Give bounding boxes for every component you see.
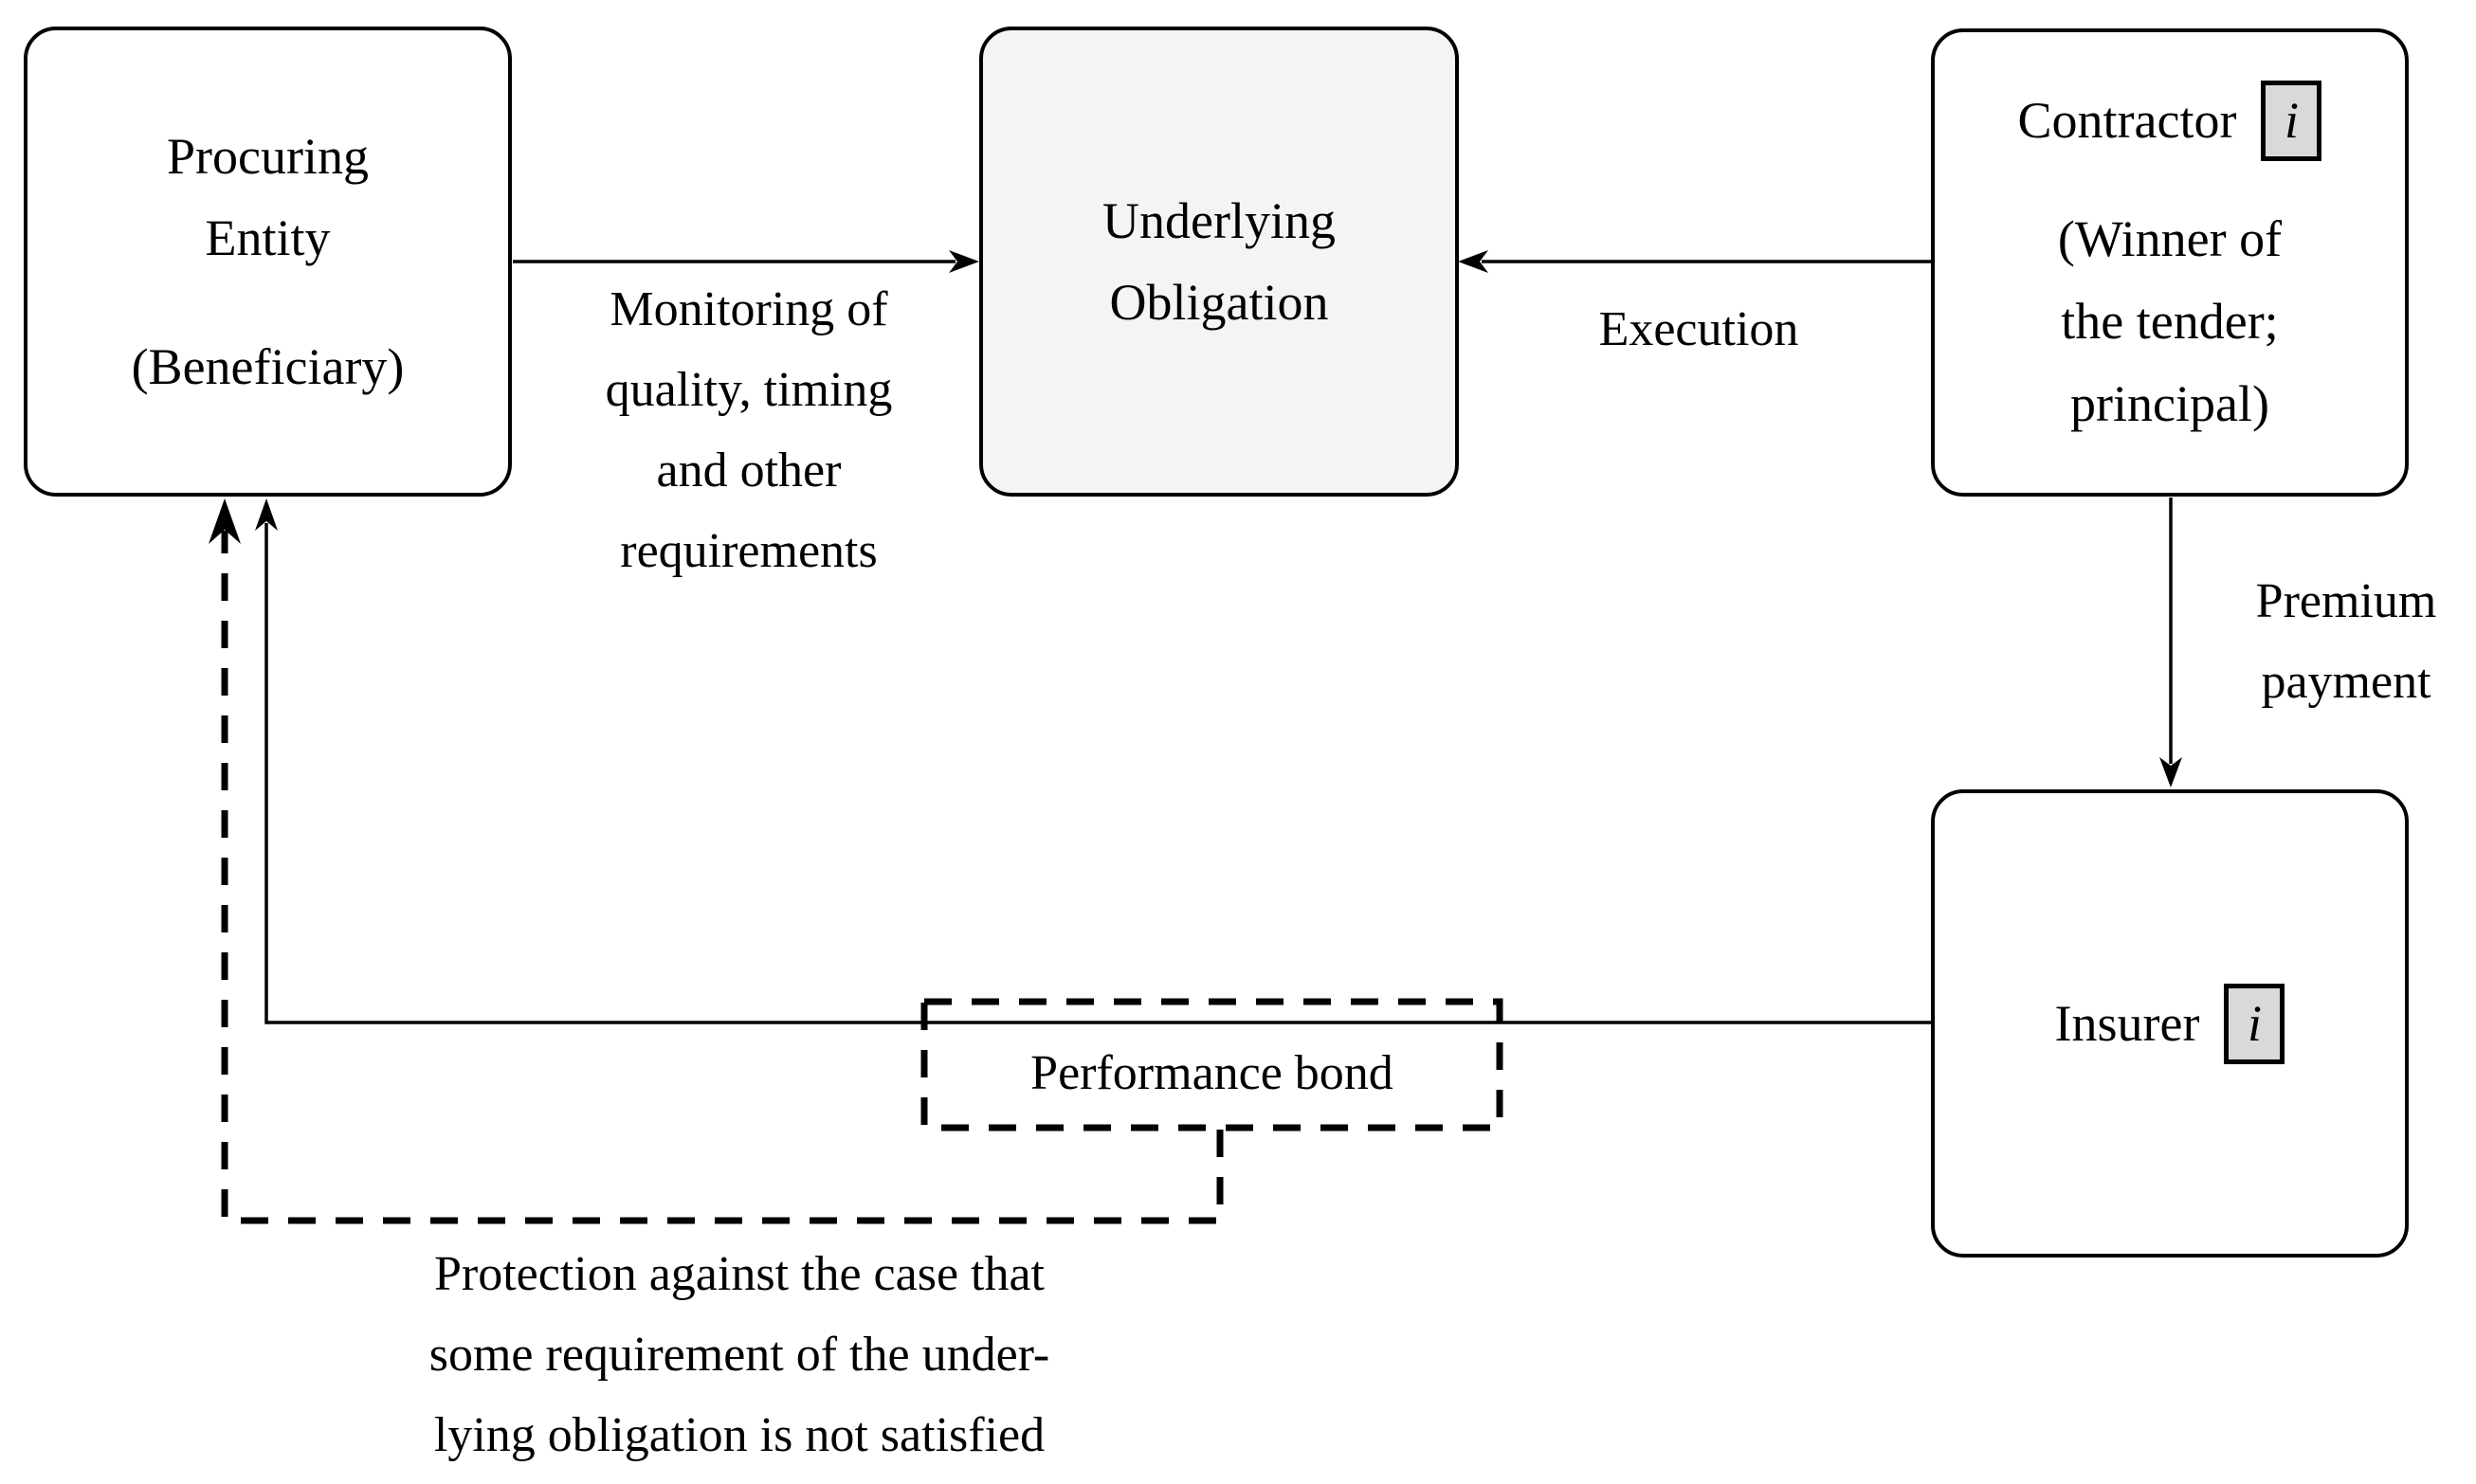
node-procuring-entity: Procuring Entity (Beneficiary) <box>24 27 512 497</box>
contractor-title-row: Contractor i <box>2018 80 2322 162</box>
contractor-role-line3: principal) <box>2070 375 2269 432</box>
protection-dashed-line <box>221 531 1224 1224</box>
insurer-title-row: Insurer i <box>2055 983 2285 1064</box>
protection-caption-line3: lying obligation is not satisfied <box>433 1408 1046 1462</box>
contractor-role-line1: (Winner of <box>2057 210 2283 267</box>
procuring-role: (Beneficiary) <box>131 338 405 395</box>
procuring-line1: Procuring <box>167 128 369 185</box>
execution-arrowhead-icon <box>1458 250 1488 273</box>
premium-payment-label: Premium payment <box>2199 561 2476 722</box>
performance-bond-label: Performance bond <box>1030 1046 1393 1100</box>
premium-label-line2: payment <box>2261 655 2431 709</box>
monitoring-label: Monitoring of quality, timing and other … <box>493 269 1005 591</box>
node-underlying-obligation: Underlying Obligation <box>979 27 1459 497</box>
execution-label: Execution <box>1598 302 1799 356</box>
underlying-obligation-name: Underlying Obligation <box>1102 180 1336 343</box>
premium-arrowhead-icon <box>2159 757 2182 787</box>
monitoring-label-line2: quality, timing <box>605 363 893 417</box>
contractor-index-badge: i <box>2261 81 2322 161</box>
underlying-line2: Obligation <box>1109 274 1329 331</box>
performance-bond-line <box>264 523 1931 1024</box>
procuring-line2: Entity <box>205 209 331 266</box>
performance-bond-arrowhead-icon <box>255 498 278 531</box>
monitoring-label-line1: Monitoring of <box>610 282 888 336</box>
insurer-index-badge: i <box>2224 983 2285 1064</box>
protection-caption: Protection against the case that some re… <box>275 1234 1204 1475</box>
contractor-role-line2: the tender; <box>2061 293 2279 350</box>
node-insurer: Insurer i <box>1931 789 2409 1258</box>
premium-label-line1: Premium <box>2255 574 2437 628</box>
contractor-role: (Winner of the tender; principal) <box>2058 198 2282 445</box>
procuring-entity-name: Procuring Entity <box>167 116 369 279</box>
protection-caption-line1: Protection against the case that <box>433 1247 1045 1301</box>
contractor-name: Contractor <box>2017 92 2237 149</box>
insurer-name: Insurer <box>2054 995 2200 1052</box>
performance-bond-box <box>920 998 1503 1131</box>
monitoring-label-line3: and other <box>656 443 842 498</box>
node-contractor: Contractor i (Winner of the tender; prin… <box>1931 28 2409 497</box>
protection-arrowhead-icon <box>209 498 241 544</box>
monitoring-arrowhead-icon <box>949 250 979 273</box>
protection-caption-line2: some requirement of the under- <box>428 1328 1050 1382</box>
monitoring-label-line4: requirements <box>620 524 878 578</box>
underlying-line1: Underlying <box>1102 192 1336 249</box>
